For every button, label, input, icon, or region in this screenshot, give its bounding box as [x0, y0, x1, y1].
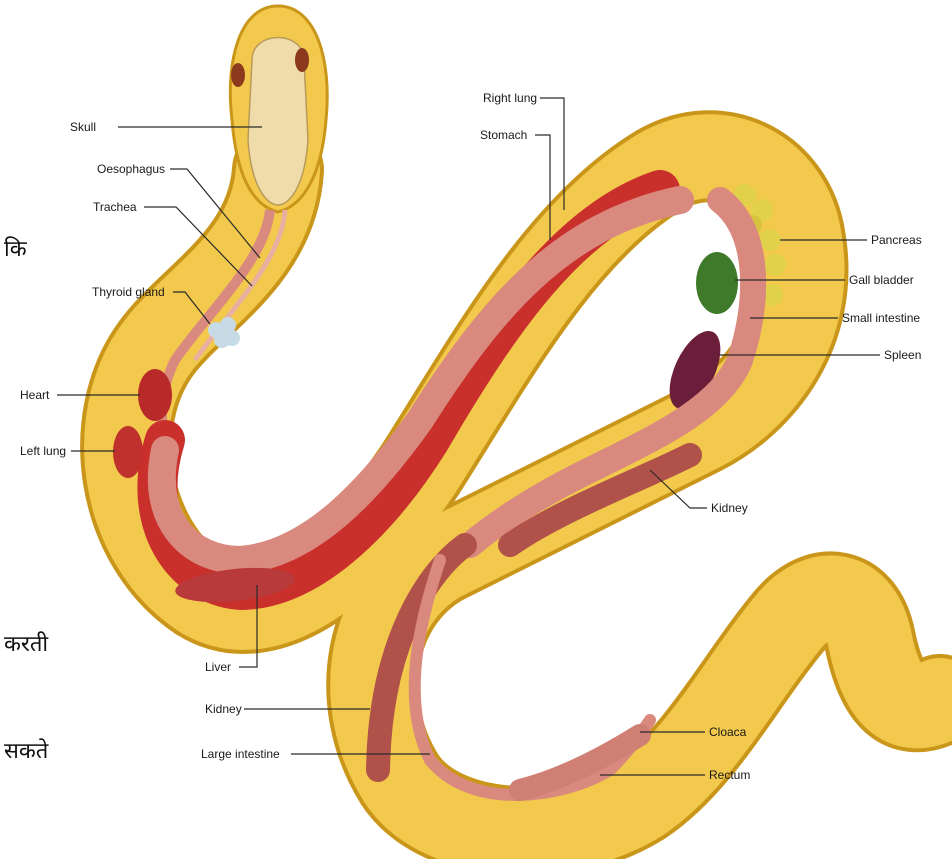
- right-eye-icon: [295, 48, 309, 72]
- label-cloaca: Cloaca: [709, 725, 747, 739]
- label-heart: Heart: [20, 388, 50, 402]
- label-rectum: Rectum: [709, 768, 750, 782]
- label-right-lung: Right lung: [483, 91, 537, 105]
- label-thyroid-gland: Thyroid gland: [92, 285, 165, 299]
- heart: [138, 369, 172, 421]
- label-oesophagus: Oesophagus: [97, 162, 165, 176]
- label-stomach: Stomach: [480, 128, 527, 142]
- label-skull: Skull: [70, 120, 96, 134]
- label-large-intestine: Large intestine: [201, 747, 280, 761]
- gall-bladder: [696, 252, 738, 314]
- label-spleen: Spleen: [884, 348, 921, 362]
- left-lung-blob: [113, 426, 143, 478]
- label-kidney-left: Kidney: [205, 702, 242, 716]
- snake-head: [230, 6, 327, 212]
- label-pancreas: Pancreas: [871, 233, 922, 247]
- label-gall-bladder: Gall bladder: [849, 273, 914, 287]
- label-trachea: Trachea: [93, 200, 137, 214]
- label-small-intestine: Small intestine: [842, 311, 920, 325]
- left-eye-icon: [231, 63, 245, 87]
- label-kidney-right: Kidney: [711, 501, 748, 515]
- label-left-lung: Left lung: [20, 444, 66, 458]
- label-liver: Liver: [205, 660, 231, 674]
